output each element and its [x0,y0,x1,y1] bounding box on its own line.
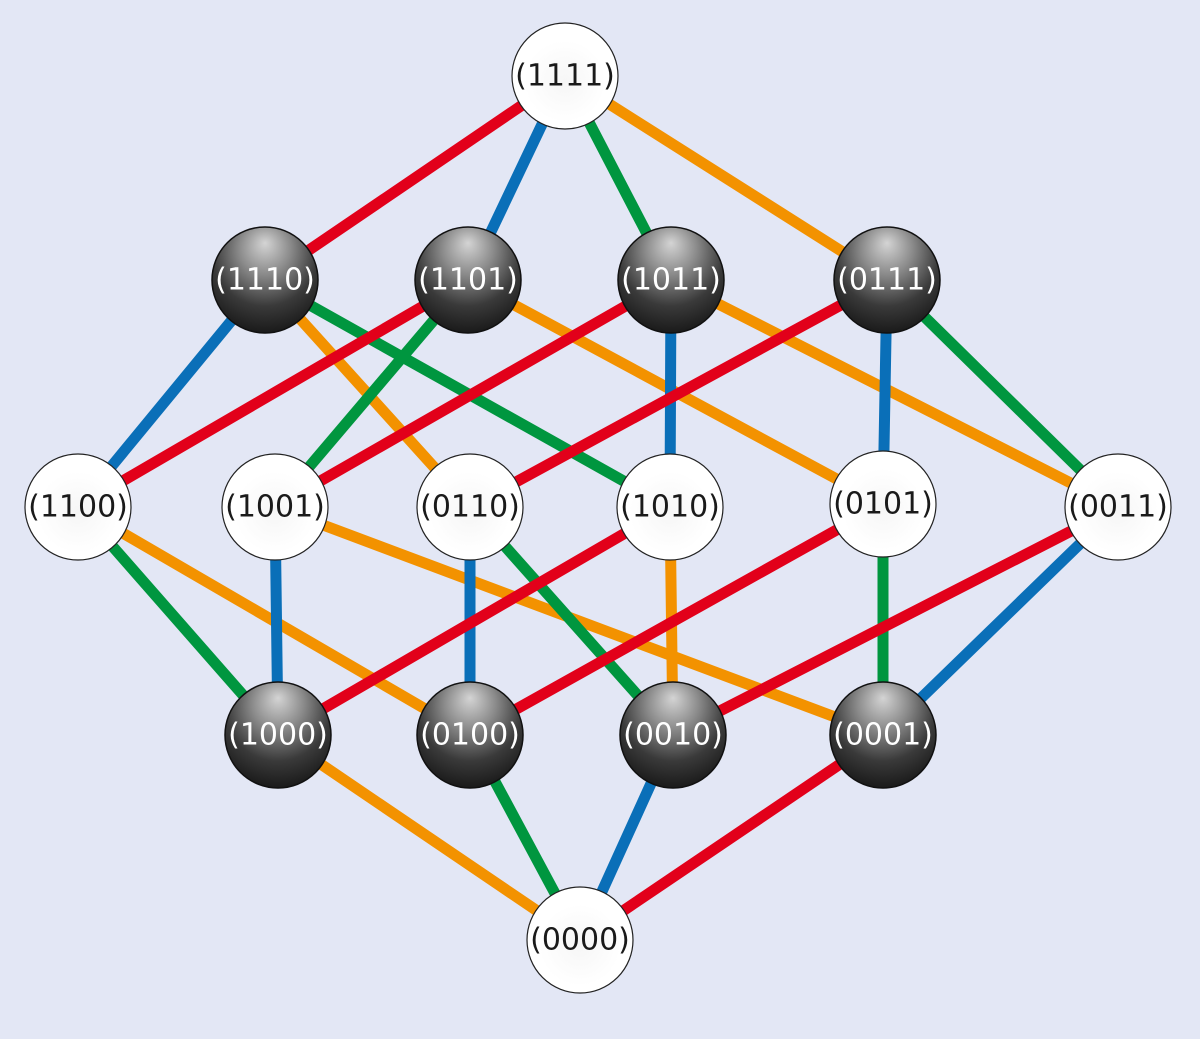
node-label: (0100) [420,718,520,753]
node-circle [616,453,724,561]
edge-orange-1000-0000 [311,755,547,920]
node-label: (1100) [28,490,128,525]
node-circle [829,450,937,558]
edge-red-1010-1000 [313,525,635,717]
node-circle [511,22,619,130]
node-label: (0011) [1068,490,1168,525]
edge-orange-1011-0011 [707,295,1082,492]
node-circle [619,681,727,789]
node-label: (0110) [420,490,520,525]
edge-orange-1111-0111 [599,95,853,261]
node-circle [211,226,319,334]
edge-green-1101-1001 [299,310,444,477]
edge-red-0001-0000 [613,755,850,920]
edge-red-1111-1110 [298,96,532,260]
node-circle [224,681,332,789]
node-label: (0000) [530,923,630,958]
node-label: (1101) [418,263,518,298]
node-0101: (0101) [829,450,937,558]
edge-red-0101-0100 [505,521,848,718]
node-label: (0001) [833,718,933,753]
node-0010: (0010) [619,681,727,789]
edge-green-0110-0010 [495,536,648,706]
edge-blue-1111-1101 [482,112,551,244]
edge-red-0011-0010 [709,522,1082,720]
node-label: (1000) [228,718,328,753]
edge-blue-1001-1000 [270,548,283,694]
node-0000: (0000) [526,886,634,994]
edge-green-0111-0011 [915,307,1090,480]
node-circle [1064,453,1172,561]
node-0011: (0011) [1064,453,1172,561]
node-circle [24,453,132,561]
node-label: (1111) [515,59,615,94]
edge-blue-0111-0101 [878,321,892,463]
nodes-layer: (1111) (1110) (1101) (1011) (0111) (1100) (100… [24,22,1172,994]
edge-blue-0010-0000 [593,772,660,903]
edge-blue-1110-1100 [102,310,241,477]
node-1100: (1100) [24,453,132,561]
node-label: (0010) [623,718,723,753]
edges-layer [102,95,1090,920]
node-1110: (1110) [211,226,319,334]
node-label: (1001) [225,490,325,525]
node-1010: (1010) [616,453,724,561]
edge-green-1100-1000 [103,536,253,706]
edge-green-1111-1011 [581,112,655,244]
node-1011: (1011) [617,226,725,334]
node-label: (1110) [215,263,315,298]
node-0111: (0111) [833,226,941,334]
node-0100: (0100) [416,681,524,789]
node-0110: (0110) [416,453,524,561]
node-1101: (1101) [414,226,522,334]
edge-orange-1001-0001 [313,518,845,724]
node-circle [416,681,524,789]
node-circle [221,453,329,561]
node-label: (1010) [620,490,720,525]
node-1111: (1111) [511,22,619,130]
edge-blue-0011-0001 [911,534,1090,708]
node-label: (0101) [833,487,933,522]
node-circle [414,226,522,334]
edge-red-1101-1100 [113,298,433,489]
node-1001: (1001) [221,453,329,561]
edge-green-0100-0000 [486,770,564,905]
node-1000: (1000) [224,681,332,789]
node-0001: (0001) [829,681,937,789]
node-circle [416,453,524,561]
edge-red-0111-0110 [505,296,852,491]
node-label: (1011) [621,263,721,298]
node-circle [526,886,634,994]
edge-red-1011-1001 [310,297,636,490]
node-circle [833,226,941,334]
node-label: (0111) [837,263,937,298]
node-circle [617,226,725,334]
node-circle [829,681,937,789]
